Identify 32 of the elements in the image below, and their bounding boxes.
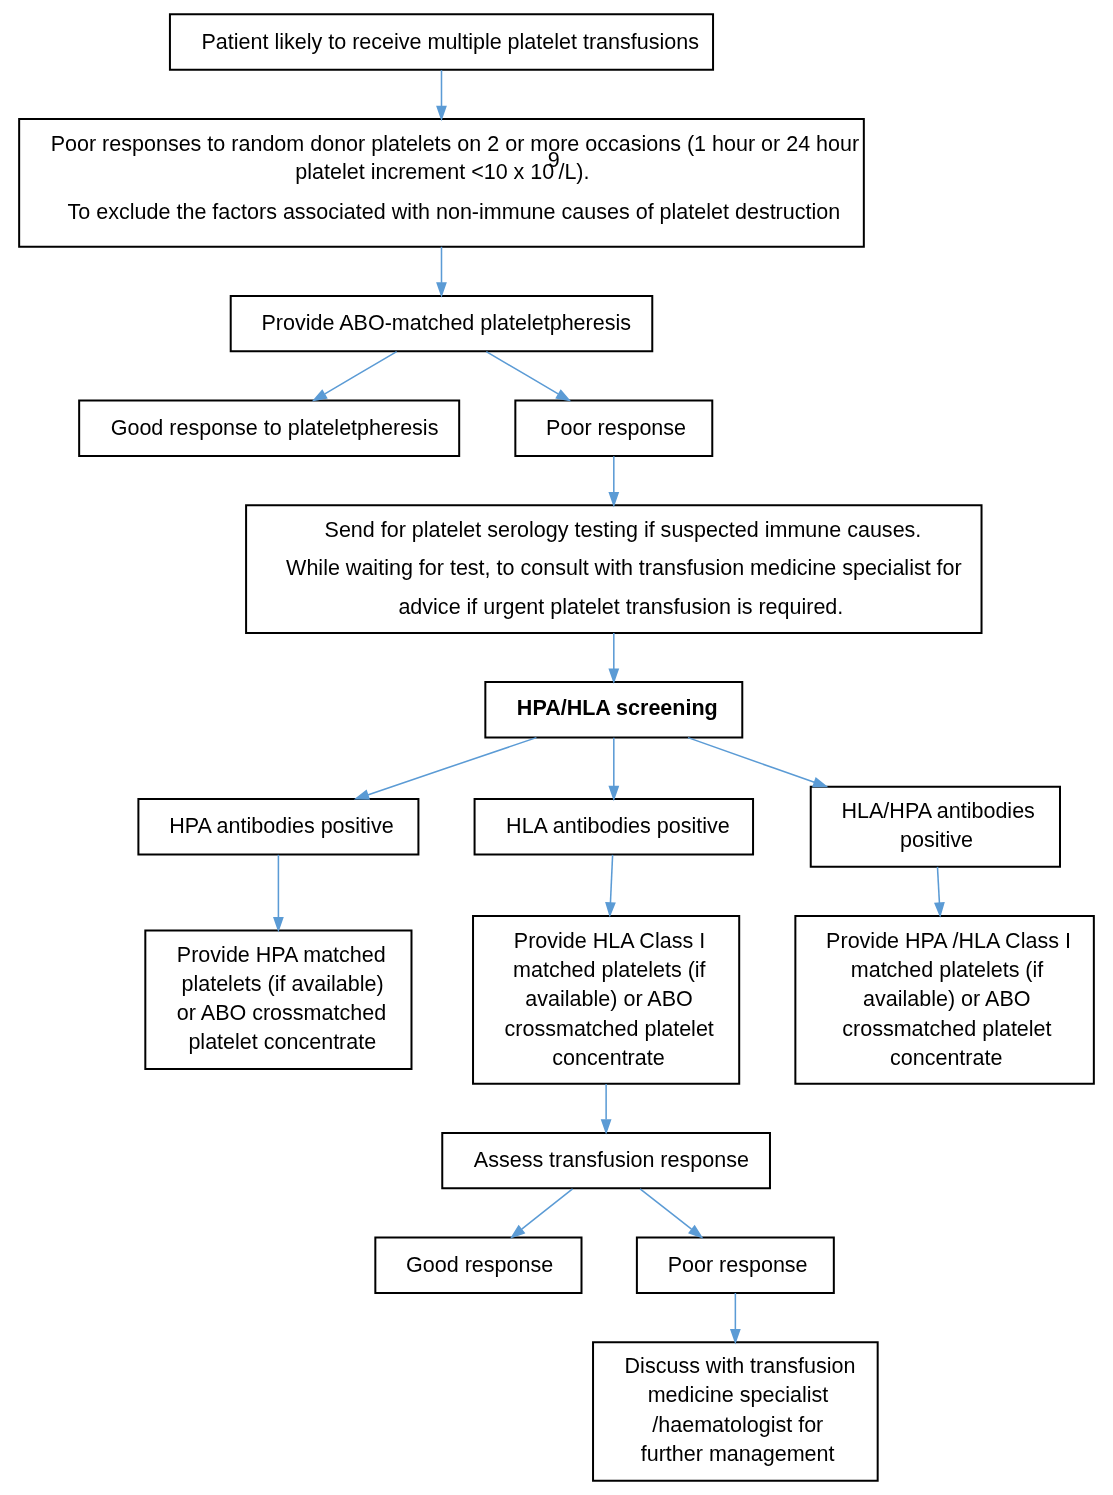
arrow xyxy=(311,350,398,402)
node-box: Provide HLA Class I matched platelets (if available) or ABO crossmatched platelet concentrate xyxy=(472,914,741,1085)
node-box: Provide HPA /HLA Class I matched platelets (if available) or ABO crossmatched platelet concentrate xyxy=(794,914,1095,1085)
arrow xyxy=(608,455,620,508)
node-box: Poor response xyxy=(514,399,714,457)
node-box: HPA antibodies positive xyxy=(137,798,420,856)
node-box: Provide HPA matched platelets (if available) or ABO crossmatched platelet concentrate xyxy=(144,929,413,1071)
arrow xyxy=(608,632,620,684)
arrow xyxy=(436,69,447,122)
node-box: Poor response xyxy=(635,1236,835,1294)
arrow xyxy=(600,1083,612,1135)
arrow xyxy=(485,350,572,402)
arrow xyxy=(353,736,538,800)
arrow xyxy=(608,737,620,802)
node-box: Send for platelet serology testing if suspected immune causes. While waiting for test, to consult with transfusion medicine specialist for advice if urgent platelet transfusion is required. xyxy=(245,504,983,634)
arrow xyxy=(729,1292,741,1345)
arrow xyxy=(687,736,829,788)
node-box: Good response to plateletpheresis xyxy=(78,399,461,457)
arrow xyxy=(605,854,616,918)
arrow xyxy=(639,1188,704,1239)
node-box: Discuss with transfusion medicine specialist /haematologist for further management xyxy=(592,1341,879,1482)
node-box: Good response xyxy=(374,1236,583,1294)
node-box: HPA/HLA screening xyxy=(484,681,744,739)
node-box: Patient likely to receive multiple platelet transfusions xyxy=(168,13,715,71)
node-box: Provide ABO-matched plateletpheresis xyxy=(229,294,654,353)
arrow xyxy=(273,854,284,933)
node-box: Assess transfusion response xyxy=(441,1131,771,1190)
arrow xyxy=(436,246,447,298)
arrow xyxy=(934,866,945,918)
node-box: HLA/HPA antibodies positive xyxy=(809,785,1061,868)
node-box: HLA antibodies positive xyxy=(473,798,755,856)
arrow xyxy=(509,1188,574,1239)
